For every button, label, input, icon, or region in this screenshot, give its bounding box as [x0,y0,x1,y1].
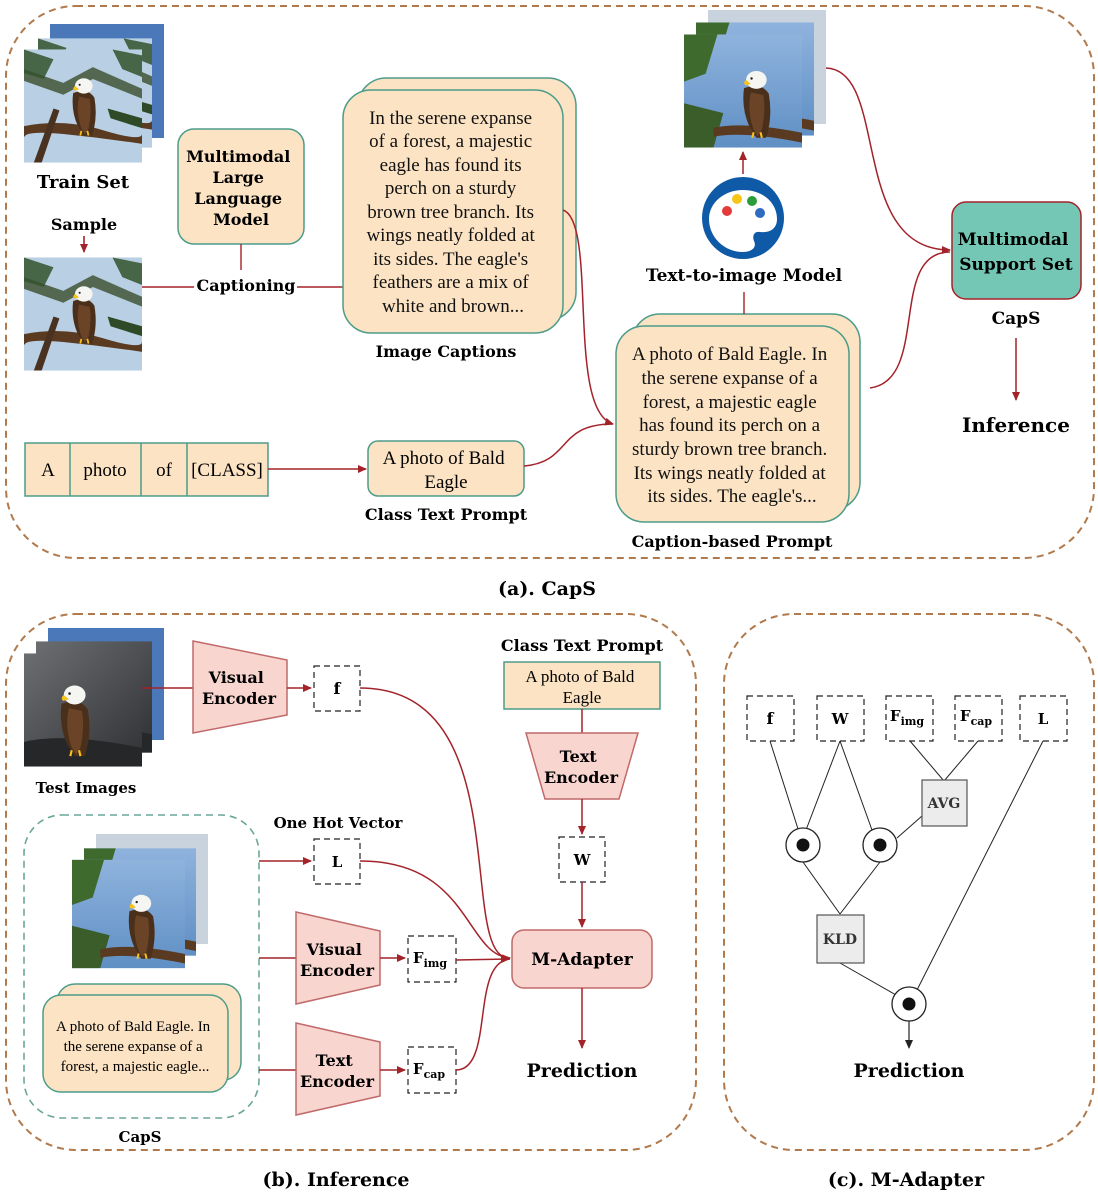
prompt-template: A photo of [CLASS] [24,442,269,497]
l-box [313,838,361,885]
visual-encoder-top [192,640,288,734]
fimg-to-adapter-arrow [455,955,510,964]
m-adapter-label: M-Adapter [531,950,634,970]
image-captions-label: Image Captions [376,342,517,361]
class-prompt-box [367,440,525,497]
captioning-label: Captioning [197,276,296,295]
sample-label: Sample [51,215,117,234]
l-label: L [332,853,343,871]
prompt-to-support-arrow [869,251,951,389]
panel-a-frame [5,5,1095,559]
image-captions-box [342,89,564,334]
c-fcap-box [954,695,1003,742]
caption-prompt-box [615,325,850,523]
panel-a-caption: (a). CapS [498,578,596,600]
class-prompt-text: A photo of Bald Eagle [383,448,510,493]
c-avg-label: AVG [927,796,961,812]
panel-c-frame [723,613,1095,1151]
generated-images [684,10,826,148]
text-encoder-top-label: Text Encoder [544,747,619,787]
c-l-box [1019,695,1068,742]
class-prompt-box-b [503,661,661,710]
template-token: [CLASS] [191,460,263,481]
inference-label: Inference [962,413,1070,437]
fimg-box [407,935,457,983]
sampled-image [24,257,142,370]
palette-icon [702,177,784,259]
caps-label: CapS [992,309,1041,329]
test-images [24,628,164,767]
test-images-label: Test Images [36,779,137,797]
train-set-images [24,24,164,163]
caption-based-prompt-label: Caption-based Prompt [632,532,833,551]
w-label: W [573,851,592,869]
c-fimg-box [885,695,934,742]
c-fimg-label: Fimg [890,707,924,728]
panel-b: Test Images Visual Encoder f Class Text … [5,613,697,1151]
c-kld-box [816,914,865,964]
class-text-prompt-label: Class Text Prompt [365,505,528,524]
visual-encoder-bottom-label: Visual Encoder [300,940,375,980]
fimg-label: Fimg [413,949,447,970]
w-box [558,836,606,883]
f-to-adapter-arrow [359,687,511,963]
f-label: f [334,679,342,698]
train-set-label: Train Set [37,172,130,193]
panel-b-caption: (b). Inference [262,1169,409,1191]
mllm-label: Multimodal Large Language Model [186,147,296,229]
fcap-to-adapter-arrow [455,958,511,1071]
panel-b-frame [5,613,697,1151]
template-token: photo [83,460,126,481]
image-caption-text: In the serene expanse of a forest, a maj… [366,108,539,317]
c-w-label: W [831,710,850,728]
c-mult-dot-1 [796,838,810,852]
support-set-label: Multimodal Support Set [958,230,1075,275]
c-fcap-label: Fcap [960,707,992,728]
text-encoder-bottom-label: Text Encoder [300,1051,375,1091]
c-f-label: f [767,709,775,728]
fcap-label: Fcap [413,1060,445,1081]
panel-c-caption: (c). M-Adapter [828,1169,985,1191]
one-hot-vector-label: One Hot Vector [274,814,404,832]
text-encoder-top [525,732,639,800]
template-token: A [41,460,55,481]
f-box [313,665,361,712]
caps-text: A photo of Bald Eagle. In the serene exp… [56,1019,214,1075]
caps-label-b: CapS [119,1128,162,1146]
support-set-box [951,201,1082,300]
text-encoder-bottom [295,1022,381,1116]
images-to-support-arrow [825,67,951,254]
l-to-adapter-arrow [359,860,511,959]
panel-c: f W Fimg Fcap L AVG KLD [723,613,1095,1151]
class-text-prompt-label-b: Class Text Prompt [501,636,664,655]
c-edges [769,740,1044,996]
prediction-label-b: Prediction [527,1060,638,1082]
caps-text-box [42,994,229,1093]
c-kld-label: KLD [823,932,857,948]
panel-a: Train Set Sample Multimodal Large Langua… [5,5,1095,559]
c-mult-dot-2 [873,838,887,852]
fcap-box [407,1046,457,1094]
class-to-prompt-arrow [523,423,614,467]
c-avg-box [921,779,968,827]
visual-encoder-bottom [295,911,381,1005]
c-mult-dot-3 [902,997,916,1011]
template-token: of [156,460,173,481]
t2i-model-label: Text-to-image Model [646,266,843,286]
caption-to-prompt-arrow [562,209,614,426]
c-l-label: L [1038,710,1049,728]
caption-prompt-text: A photo of Bald Eagle. In the serene exp… [632,344,832,507]
class-prompt-text-b: A photo of Bald Eagle [525,667,638,707]
prediction-label-c: Prediction [854,1060,965,1082]
caps-images [72,834,208,968]
visual-encoder-top-label: Visual Encoder [202,668,277,708]
